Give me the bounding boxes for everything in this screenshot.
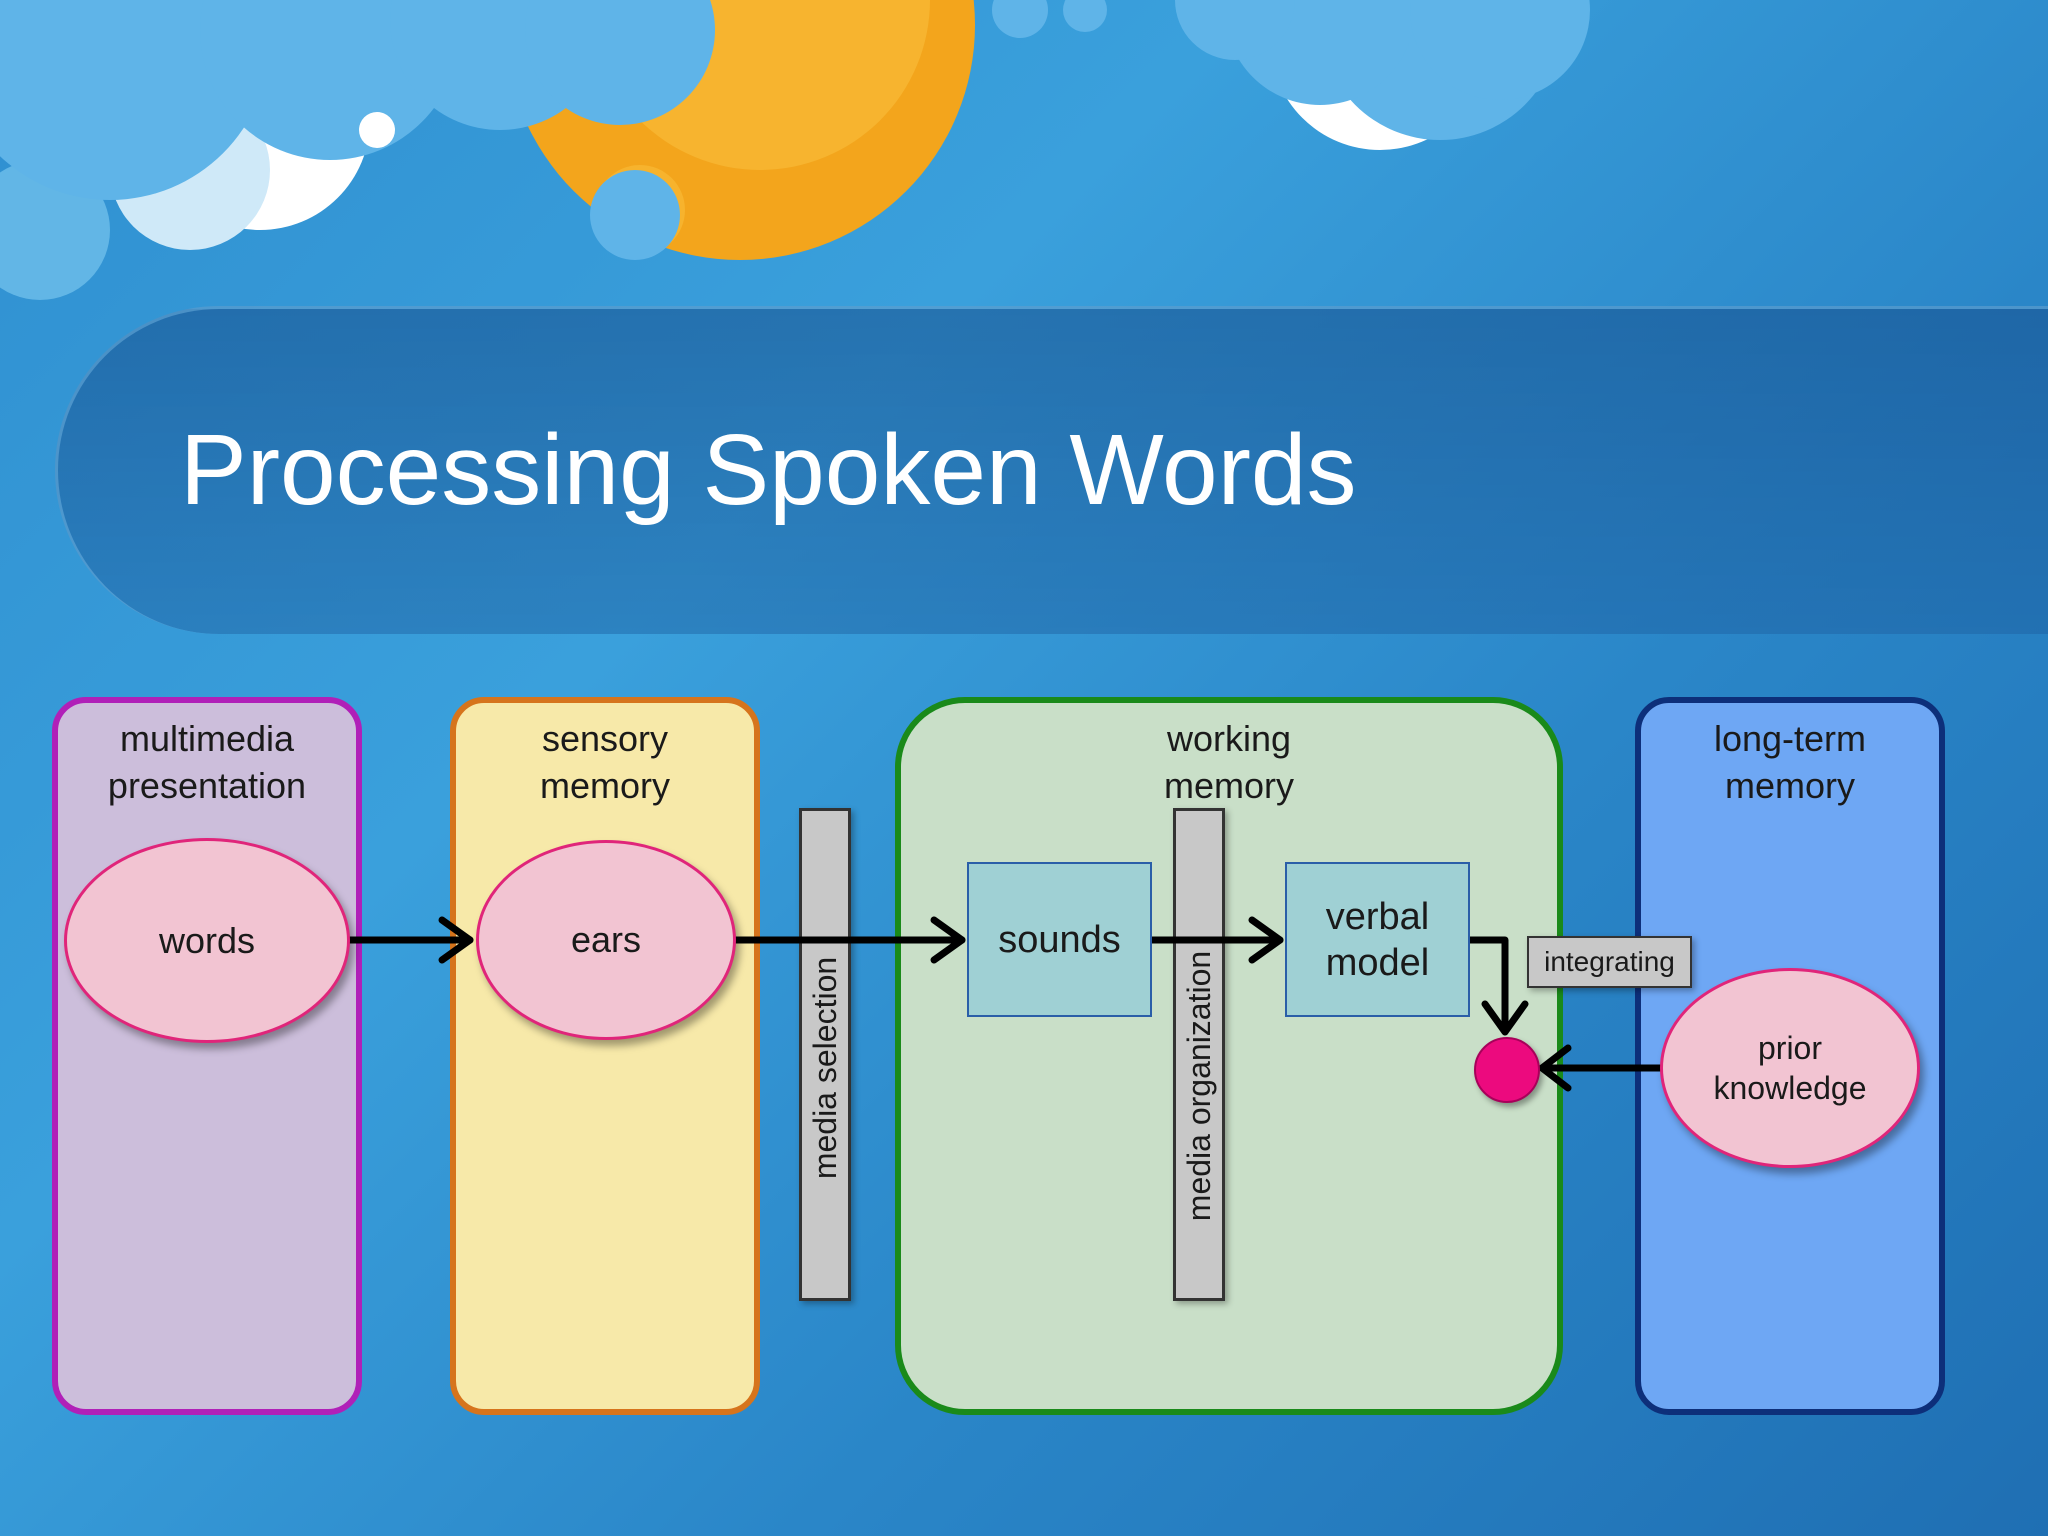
media-organization-bar: media organization [1173, 808, 1225, 1301]
ears-node: ears [476, 840, 736, 1040]
panel-label-sensory-memory: sensory memory [539, 718, 670, 806]
slide-title: Processing Spoken Words [180, 414, 1357, 526]
panel-multimedia-presentation: multimedia presentation [52, 697, 362, 1415]
sounds-node: sounds [967, 862, 1152, 1017]
integration-point [1474, 1037, 1540, 1103]
integrating-label: integrating [1527, 936, 1692, 988]
words-node: words [64, 838, 350, 1043]
prior-knowledge-node: prior knowledge [1660, 968, 1920, 1168]
media-selection-bar: media selection [799, 808, 851, 1301]
panel-working-memory: working memory [895, 697, 1563, 1415]
arrow-verbal-model-to-integration [1466, 936, 1509, 1034]
cloud-left-graphic [0, 0, 715, 300]
panel-label-long-term-memory: long-term memory [1713, 718, 1867, 806]
panel-sensory-memory: sensory memory [450, 697, 760, 1415]
title-bar [55, 306, 2048, 634]
verbal-model-node: verbal model [1285, 862, 1470, 1017]
panel-label-working-memory: working memory [1163, 718, 1294, 806]
cloud-right-graphic [992, 0, 1590, 150]
panel-label-multimedia-presentation: multimedia presentation [107, 718, 307, 806]
